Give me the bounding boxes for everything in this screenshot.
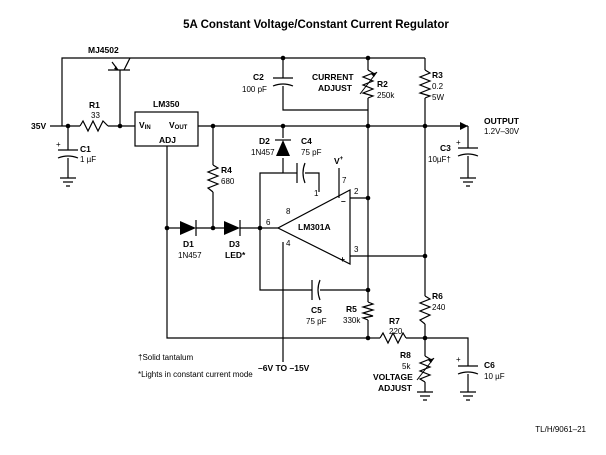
q1-label: MJ4502 (88, 45, 119, 55)
note-solid-tantalum: †Solid tantalum (138, 353, 193, 362)
d3-value: LED* (225, 250, 246, 260)
r4-value: 680 (221, 177, 235, 186)
opamp-lm301a-icon: – + (276, 189, 351, 265)
neg-supply-label: –6V TO –15V (258, 363, 310, 373)
diode-d1-icon (180, 220, 197, 236)
capacitor-c5-icon (311, 279, 321, 301)
output-arrow-icon (460, 122, 468, 130)
c2-name: C2 (253, 72, 264, 82)
opamp-pin-4: 4 (286, 239, 291, 248)
capacitor-c1-icon: + (56, 140, 79, 159)
r2-name: R2 (377, 79, 388, 89)
led-d3-icon (224, 220, 241, 236)
resistor-r6-icon (418, 295, 432, 325)
ground-icon (417, 391, 433, 401)
opamp-pin-1: 1 (314, 189, 319, 198)
resistor-r7-icon (379, 331, 407, 345)
opamp-name: LM301A (298, 222, 331, 232)
c1-name: C1 (80, 144, 91, 154)
r8-name: R8 (400, 350, 411, 360)
reference-code: TL/H/9061–21 (535, 425, 586, 434)
note-led: *Lights in constant current mode (138, 370, 253, 379)
c3-value: 10µF† (428, 155, 451, 164)
transistor-q1-icon (108, 57, 131, 84)
lm350-vin: VIN (139, 120, 151, 131)
junction-dots (65, 55, 428, 341)
ground-icon (60, 177, 76, 187)
potentiometer-r2-icon (359, 69, 378, 99)
r8-value: 5k (402, 362, 411, 371)
r1-value: 33 (91, 111, 100, 120)
c2-value: 100 pF (242, 85, 267, 94)
opamp-pin-8: 8 (286, 207, 291, 216)
resistor-r1-icon (79, 119, 109, 133)
d1-value: 1N457 (178, 251, 202, 260)
r3-value2: 5W (432, 93, 444, 102)
r7-name: R7 (389, 316, 400, 326)
capacitor-c2-icon (272, 77, 294, 87)
r8-label1: VOLTAGE (373, 372, 413, 382)
output-range: 1.2V–30V (484, 127, 520, 136)
title: 5A Constant Voltage/Constant Current Reg… (183, 19, 449, 31)
svg-text:–: – (341, 196, 346, 206)
vplus-label: V+ (334, 156, 344, 166)
c6-name: C6 (484, 360, 495, 370)
r6-name: R6 (432, 291, 443, 301)
svg-text:+: + (456, 138, 461, 147)
r3-value1: 0.2 (432, 82, 444, 91)
capacitor-c4-icon (296, 162, 306, 184)
diode-d2-icon (275, 139, 291, 156)
r2-label1: CURRENT (312, 72, 354, 82)
svg-text:+: + (456, 355, 461, 364)
d2-name: D2 (259, 136, 270, 146)
d3-name: D3 (229, 239, 240, 249)
opamp-pin-7: 7 (342, 176, 347, 185)
resistor-r4-icon (206, 164, 220, 193)
c5-name: C5 (311, 305, 322, 315)
c1-value: 1 µF (80, 155, 96, 164)
d2-value: 1N457 (251, 148, 275, 157)
lm350-adj: ADJ (159, 135, 176, 145)
r2-label2: ADJUST (318, 83, 353, 93)
opamp-pin-3: 3 (354, 245, 359, 254)
c4-value: 75 pF (301, 148, 322, 157)
capacitor-c3-icon: + (456, 138, 479, 157)
ground-icon (460, 391, 476, 401)
r6-value: 240 (432, 303, 446, 312)
d1-name: D1 (183, 239, 194, 249)
lm350-vout: VOUT (169, 120, 188, 131)
input-label: 35V (31, 121, 46, 131)
potentiometer-r8-icon (416, 355, 435, 383)
r1-name: R1 (89, 100, 100, 110)
c3-name: C3 (440, 143, 451, 153)
c6-value: 10 µF (484, 372, 505, 381)
r8-label2: ADJUST (378, 383, 413, 393)
r7-value: 220 (389, 327, 403, 336)
r4-name: R4 (221, 165, 232, 175)
c4-name: C4 (301, 136, 312, 146)
r3-name: R3 (432, 70, 443, 80)
wires (50, 57, 469, 392)
opamp-pin-2: 2 (354, 187, 359, 196)
capacitor-c6-icon: + (456, 355, 479, 375)
resistor-r3-icon (418, 69, 432, 99)
opamp-pin-6: 6 (266, 218, 271, 227)
lm350-name: LM350 (153, 99, 180, 109)
r2-value: 250k (377, 91, 395, 100)
ground-icon (460, 177, 476, 187)
lm350-regulator-box (134, 111, 199, 147)
r5-name: R5 (346, 304, 357, 314)
r5-value: 330k (343, 316, 361, 325)
resistor-r5-icon (360, 301, 376, 321)
svg-text:+: + (56, 140, 61, 149)
output-label: OUTPUT (484, 116, 520, 126)
svg-text:+: + (340, 254, 345, 264)
c5-value: 75 pF (306, 317, 327, 326)
